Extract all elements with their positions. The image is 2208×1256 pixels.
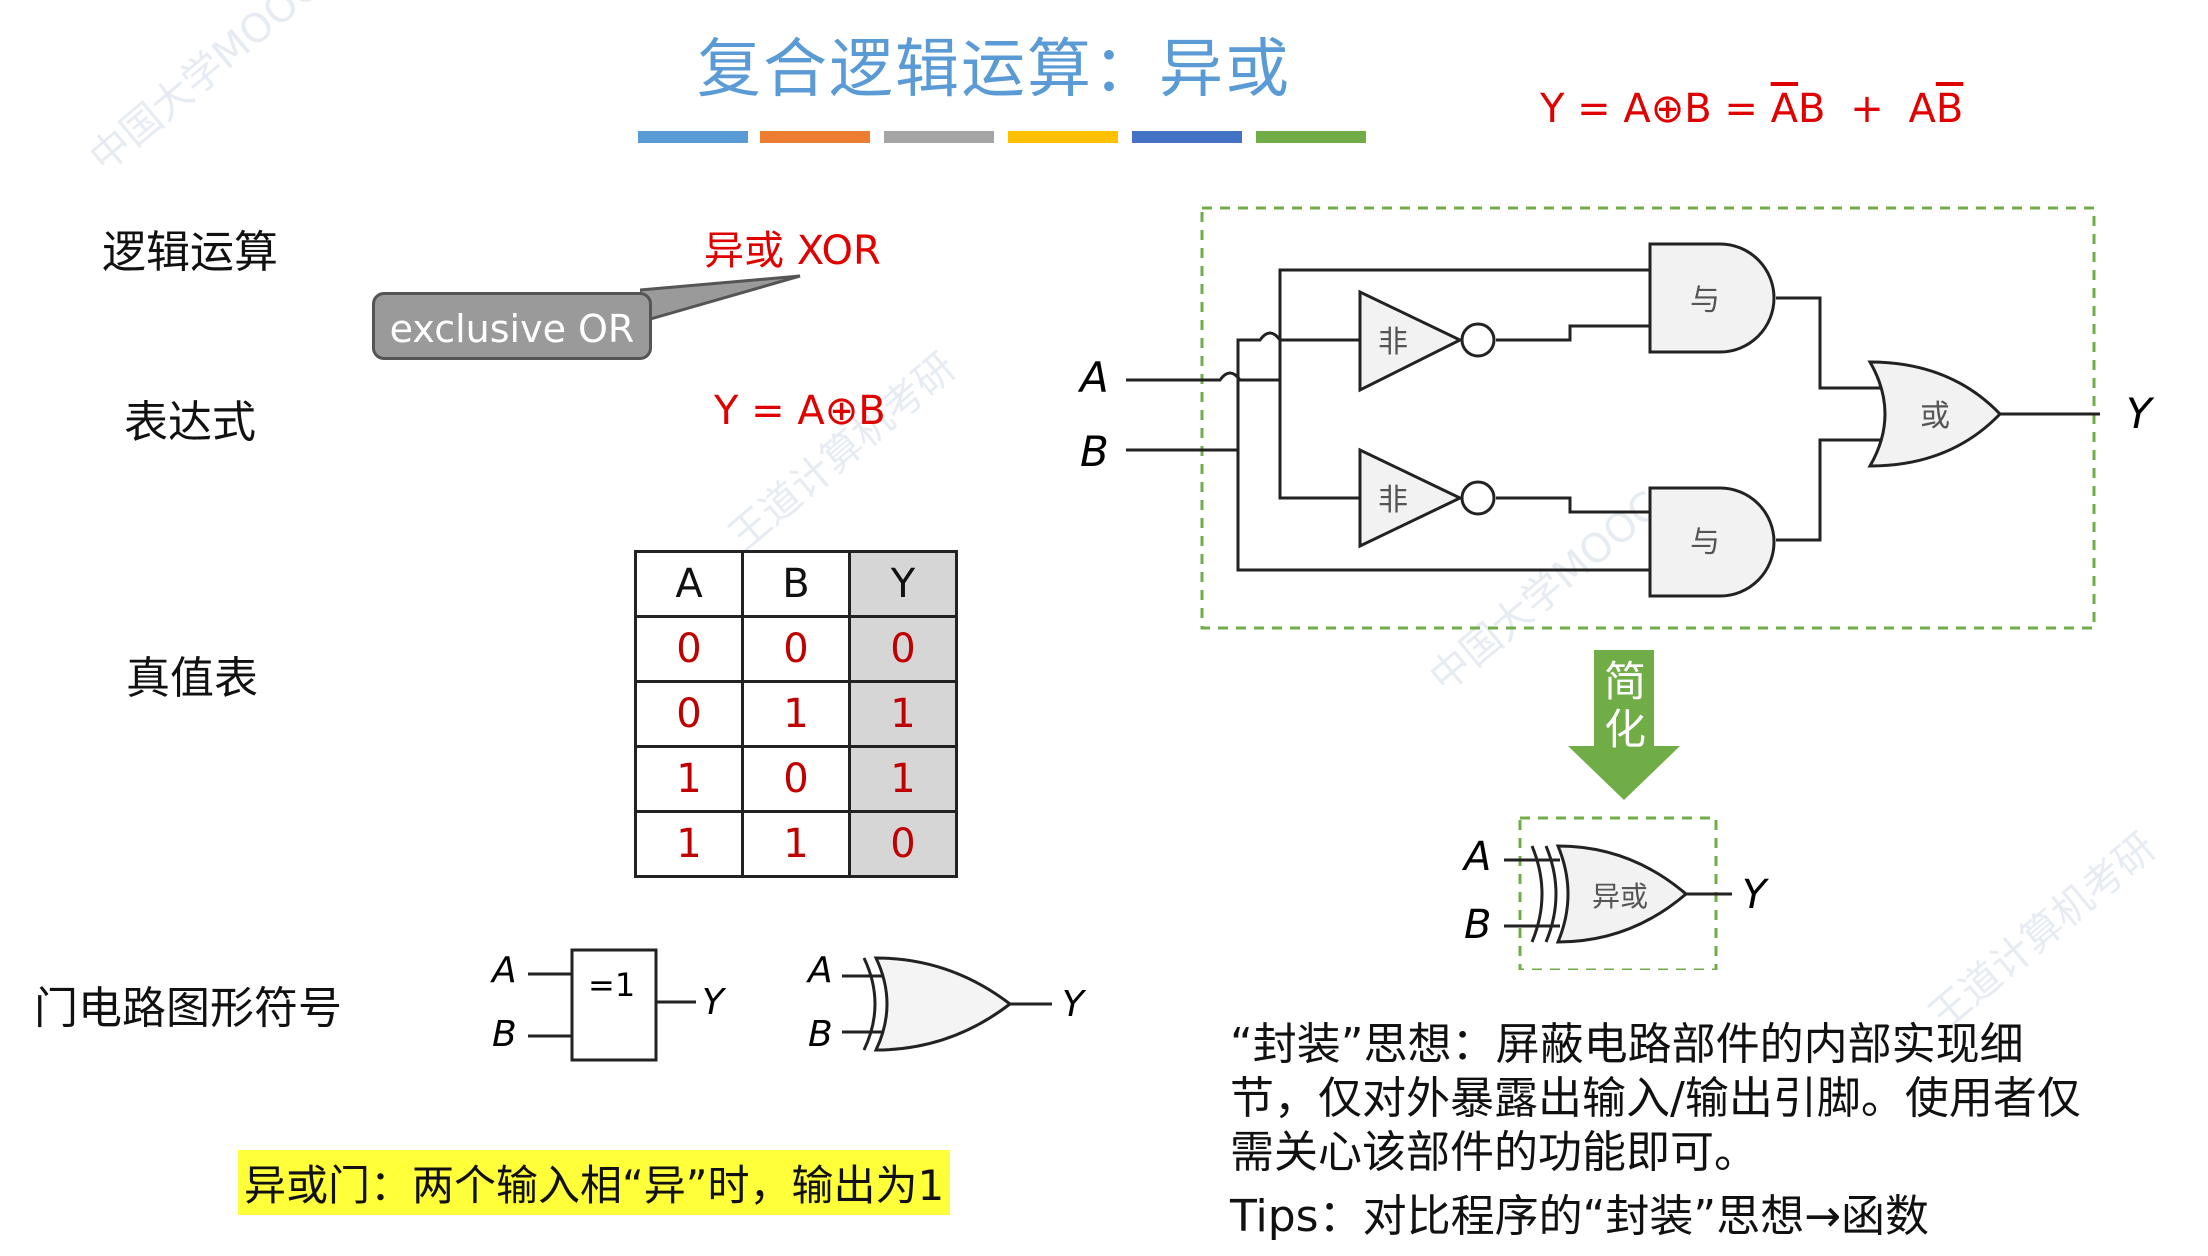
cell-b: 0 — [741, 745, 851, 813]
expression-value: Y = A⊕B — [714, 388, 886, 434]
cell-y: 1 — [848, 680, 958, 748]
xor-output-y: Y — [1742, 872, 1770, 918]
circuit-output-y: Y — [2126, 389, 2155, 438]
xor-box — [570, 948, 658, 1062]
color-bar-6 — [1256, 131, 1366, 143]
table-row: 0 1 1 — [634, 680, 958, 748]
xor-gate-label: 异或 — [1592, 880, 1648, 913]
simplify-char-2: 化 — [1604, 705, 1646, 754]
term1-a-bar: A — [1770, 86, 1799, 132]
not-label: 非 — [1378, 483, 1408, 518]
gate-symbols: A B =1 Y A B Y — [490, 948, 1087, 1062]
term2-a: A — [1908, 86, 1936, 132]
cell-y: 0 — [848, 810, 958, 878]
cell-a: 0 — [634, 615, 744, 683]
and-gate-bottom: 与 — [1648, 486, 1776, 598]
ansi-xor-symbol: A B Y — [806, 950, 1087, 1055]
cell-b: 0 — [741, 615, 851, 683]
cell-b: 1 — [741, 810, 851, 878]
color-bar-5 — [1132, 131, 1242, 143]
output-y-label: Y — [702, 982, 727, 1023]
encapsulation-description: “封装”思想：屏蔽电路部件的内部实现细节，仅对外暴露出输入/输出引脚。使用者仅需… — [1230, 1019, 2081, 1178]
table-row: 0 0 0 — [634, 615, 958, 683]
color-bar-4 — [1008, 131, 1118, 143]
xor-formula: Y = A⊕B = AB + AB — [1540, 86, 1963, 132]
xor-symbol: ⊕ — [1650, 86, 1685, 132]
input-b-label: B — [808, 1014, 833, 1055]
and-label: 与 — [1690, 283, 1720, 318]
header-y: Y — [848, 550, 958, 618]
callout-pointer — [640, 274, 801, 324]
header-b: B — [741, 550, 851, 618]
not-gate-bottom: 非 — [1358, 447, 1496, 549]
logic-op-label: 逻辑运算 — [102, 227, 278, 278]
formula-prefix: Y = A — [1540, 86, 1651, 132]
header-a: A — [634, 550, 744, 618]
circuit-input-b: B — [1080, 427, 1109, 476]
expression-label: 表达式 — [124, 397, 256, 448]
color-bar-3 — [884, 131, 994, 143]
box-label: =1 — [588, 966, 635, 1004]
watermark: 王道计算机考研 — [720, 344, 965, 560]
xor-circuit-diagram: A B 非 非 与 与 或 — [1077, 206, 2155, 630]
table-row: 1 0 1 — [634, 745, 958, 813]
term2-b-bar: B — [1935, 86, 1964, 132]
xor-block: A B 异或 Y — [1461, 816, 1770, 970]
gate-symbol-label: 门电路图形符号 — [34, 983, 342, 1034]
truth-table: A B Y 0 0 0 0 1 1 1 0 1 1 1 0 — [634, 550, 958, 878]
simplify-char-1: 简 — [1604, 657, 1646, 706]
input-b-label: B — [492, 1014, 517, 1055]
cell-a: 1 — [634, 745, 744, 813]
xor-name: 异或 XOR — [704, 228, 881, 274]
cell-b: 1 — [741, 680, 851, 748]
or-gate: 或 — [1867, 360, 2003, 468]
and-label: 与 — [1690, 525, 1720, 560]
input-a-label: A — [806, 950, 833, 991]
plus-sign: + — [1850, 86, 1884, 132]
simplify-arrow: 简 化 — [1568, 650, 1680, 800]
output-y-label: Y — [1062, 984, 1087, 1025]
exclusive-or-callout: exclusive OR — [372, 292, 652, 360]
circuit-boundary — [1200, 206, 2096, 630]
term1-b: B — [1798, 86, 1826, 132]
and-gate-top: 与 — [1648, 242, 1776, 354]
cell-y: 1 — [848, 745, 958, 813]
iec-xor-symbol: A B =1 Y — [490, 948, 727, 1062]
truth-table-label: 真值表 — [126, 653, 258, 704]
formula-mid: B = — [1684, 86, 1771, 132]
color-bar-2 — [760, 131, 870, 143]
page-title: 复合逻辑运算：异或 — [697, 33, 1291, 107]
xor-gate-rule: 异或门：两个输入相“异”时，输出为1 — [238, 1150, 951, 1215]
or-label: 或 — [1920, 399, 1950, 434]
not-label: 非 — [1378, 325, 1408, 360]
xor-input-a: A — [1461, 834, 1491, 880]
cell-a: 1 — [634, 810, 744, 878]
cell-y: 0 — [848, 615, 958, 683]
circuit-input-a: A — [1077, 353, 1109, 402]
table-header-row: A B Y — [634, 550, 958, 618]
input-a-label: A — [490, 950, 517, 991]
cell-a: 0 — [634, 680, 744, 748]
color-bar-1 — [638, 131, 748, 143]
watermark: 王道计算机考研 — [1920, 824, 2165, 1040]
not-gate-top: 非 — [1358, 289, 1496, 393]
tips-text: Tips：对比程序的“封装”思想→函数 — [1230, 1191, 1930, 1242]
table-row: 1 1 0 — [634, 810, 958, 878]
xor-input-b: B — [1464, 902, 1491, 948]
